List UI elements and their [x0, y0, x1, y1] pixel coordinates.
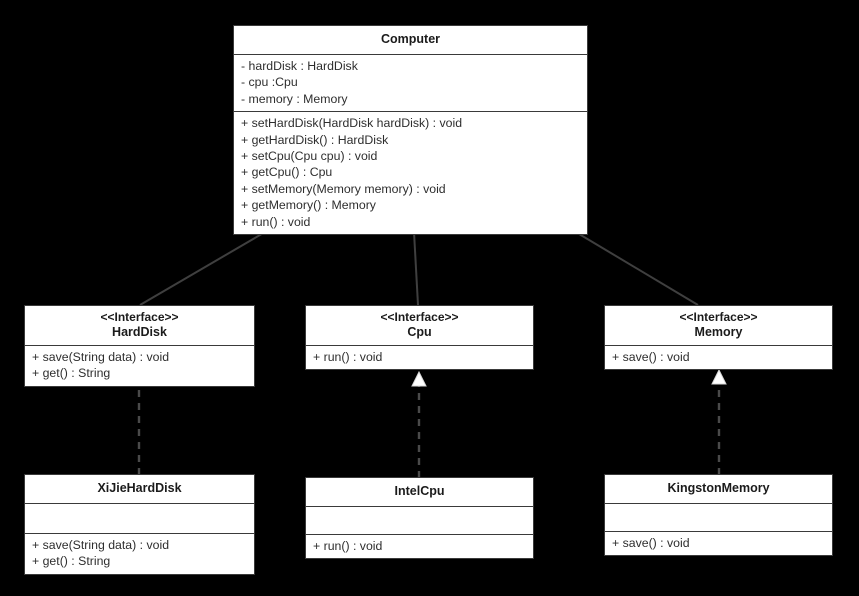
attribute-row: - memory : Memory	[241, 91, 348, 106]
interface-name: HardDisk	[112, 325, 167, 339]
interface-box-harddisk[interactable]: <<Interface>> HardDisk + save(String dat…	[24, 305, 255, 387]
methods-compartment-kingstonmemory: + save() : void	[605, 531, 832, 555]
class-box-kingstonmemory[interactable]: KingstonMemory + save() : void	[604, 474, 833, 557]
stereotype-label: <<Interface>>	[679, 310, 758, 324]
methods-compartment-xijieharddisk: + save(String data) : void + get() : Str…	[25, 533, 254, 574]
stereotype-label: <<Interface>>	[380, 310, 459, 324]
method-row: + setHardDisk(HardDisk hardDisk) : void	[241, 116, 463, 131]
methods-compartment-harddisk: + save(String data) : void + get() : Str…	[25, 345, 254, 386]
class-name-kingstonmemory: KingstonMemory	[667, 481, 770, 495]
method-row: + run() : void	[313, 350, 383, 364]
method-row: + save() : void	[612, 350, 690, 364]
class-name-xijieharddisk: XiJieHardDisk	[97, 481, 182, 495]
attributes-compartment-computer: - hardDisk : HardDisk - cpu :Cpu - memor…	[234, 54, 587, 111]
interface-box-memory[interactable]: <<Interface>> Memory + save() : void	[604, 305, 833, 371]
class-name-intelcpu: IntelCpu	[394, 484, 445, 498]
interface-title-memory: <<Interface>> Memory	[605, 306, 832, 345]
method-row: + run() : void	[313, 539, 383, 553]
methods-compartment-cpu: + run() : void	[306, 345, 533, 369]
attribute-row: - cpu :Cpu	[241, 75, 298, 90]
interface-name: Memory	[694, 325, 743, 339]
method-row: + getCpu() : Cpu	[241, 165, 333, 180]
attributes-compartment-intelcpu	[306, 506, 533, 534]
stereotype-label: <<Interface>>	[100, 310, 179, 324]
interface-title-cpu: <<Interface>> Cpu	[306, 306, 533, 345]
method-row: + setMemory(Memory memory) : void	[241, 181, 446, 196]
method-row: + getHardDisk() : HardDisk	[241, 132, 389, 147]
methods-compartment-computer: + setHardDisk(HardDisk hardDisk) : void …	[234, 111, 587, 234]
class-box-xijieharddisk[interactable]: XiJieHardDisk + save(String data) : void…	[24, 474, 255, 575]
composition-edge-computer-memory[interactable]	[568, 221, 699, 306]
class-box-intelcpu[interactable]: IntelCpu + run() : void	[305, 477, 534, 560]
method-row: + save(String data) : void	[32, 350, 170, 364]
method-row: + get() : String	[32, 554, 111, 569]
attributes-compartment-kingstonmemory	[605, 503, 832, 531]
realization-edge-intelcpu-cpu[interactable]	[411, 370, 427, 478]
class-name-computer: Computer	[380, 32, 441, 46]
method-row: + run() : void	[241, 214, 311, 229]
method-row: + get() : String	[32, 366, 111, 381]
methods-compartment-memory: + save() : void	[605, 345, 832, 369]
methods-compartment-intelcpu: + run() : void	[306, 534, 533, 558]
interface-name: Cpu	[407, 325, 432, 339]
attribute-row: - hardDisk : HardDisk	[241, 59, 358, 73]
attributes-compartment-xijieharddisk	[25, 503, 254, 533]
method-row: + setCpu(Cpu cpu) : void	[241, 149, 378, 164]
realization-edge-kingstonmemory-memory[interactable]	[711, 368, 727, 475]
method-row: + save(String data) : void	[32, 538, 170, 552]
class-box-computer[interactable]: Computer - hardDisk : HardDisk - cpu :Cp…	[233, 25, 588, 236]
interface-box-cpu[interactable]: <<Interface>> Cpu + run() : void	[305, 305, 534, 371]
method-row: + save() : void	[612, 536, 690, 550]
interface-title-harddisk: <<Interface>> HardDisk	[25, 306, 254, 345]
method-row: + getMemory() : Memory	[241, 198, 376, 213]
